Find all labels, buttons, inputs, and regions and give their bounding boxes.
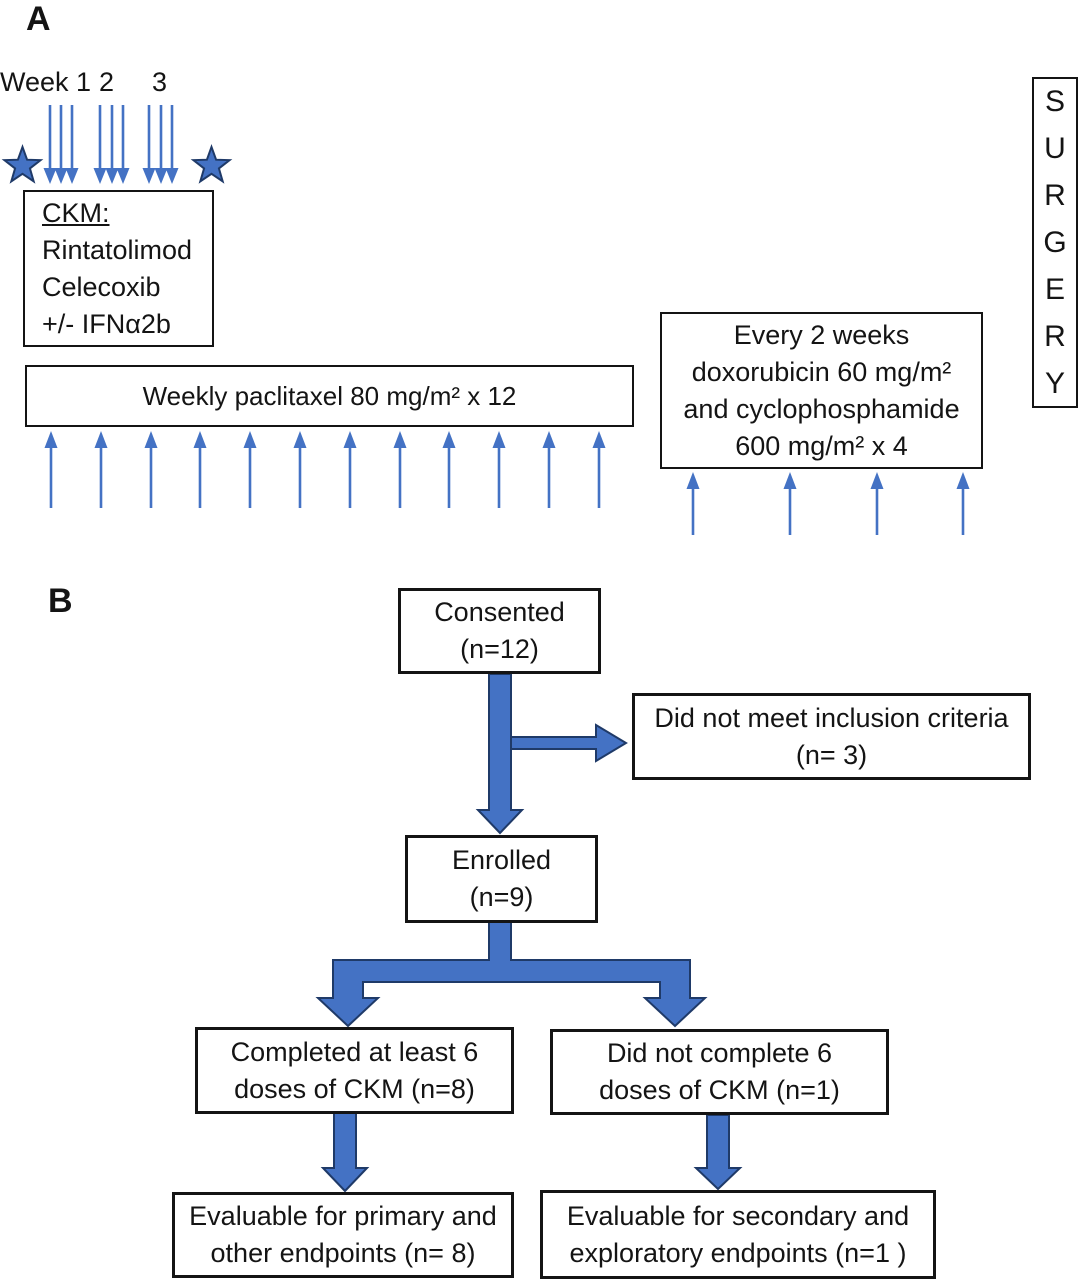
paclitaxel-text: Weekly paclitaxel 80 mg/m² x 12 (142, 380, 517, 411)
ckm-regimen-box: CKM: Rintatolimod Celecoxib +/- IFNα2b (23, 190, 214, 347)
flow-arrow-completed-to-evaluable-icon (320, 1112, 370, 1193)
consented-line-1: Consented (434, 597, 565, 627)
panel-b-label: B (48, 582, 73, 620)
enrolled-box: Enrolled (n=9) (405, 835, 598, 923)
ckm-drug-1: Rintatolimod (42, 234, 193, 265)
panel-a-label: A (26, 0, 51, 38)
week-dose-arrows-icon (43, 105, 179, 184)
week-axis-label: Week 1 (0, 67, 92, 97)
completed-line-1: Completed at least 6 (230, 1036, 479, 1067)
evaluable-primary-line-1: Evaluable for primary and (189, 1201, 497, 1231)
flow-connector-split-icon (315, 921, 708, 1028)
chemo-box: Every 2 weeks doxorubicin 60 mg/m² and c… (660, 312, 983, 469)
week-3-label: 3 (152, 67, 168, 97)
flow-arrow-excluded-icon (510, 723, 628, 763)
completed-ckm-box: Completed at least 6 doses of CKM (n=8) (195, 1027, 514, 1114)
not-complete-ckm-box: Did not complete 6 doses of CKM (n=1) (550, 1029, 889, 1115)
surgery-text: SURGERY (1043, 85, 1067, 400)
evaluable-secondary-box: Evaluable for secondary and exploratory … (540, 1190, 936, 1279)
evaluable-primary-box: Evaluable for primary and other endpoint… (172, 1192, 514, 1278)
flow-arrow-consented-to-enrolled-icon (475, 673, 525, 835)
not-complete-line-1: Did not complete 6 (606, 1038, 833, 1068)
not-meet-line-1: Did not meet inclusion criteria (654, 702, 1009, 733)
chemo-line-1: Every 2 weeks (733, 319, 910, 350)
evaluable-secondary-line-2: exploratory endpoints (n=1 ) (569, 1237, 907, 1268)
ckm-drug-3: +/- IFNα2b (42, 308, 171, 339)
star-icon (192, 146, 231, 183)
surgery-box: SURGERY (1032, 77, 1078, 408)
evaluable-secondary-line-1: Evaluable for secondary and (566, 1200, 910, 1231)
ckm-title: CKM: (42, 197, 110, 228)
ckm-drug-2: Celecoxib (42, 271, 161, 302)
not-complete-line-2: doses of CKM (n=1) (599, 1075, 840, 1105)
chemo-line-4: 600 mg/m² x 4 (735, 430, 908, 461)
not-meet-criteria-box: Did not meet inclusion criteria (n= 3) (632, 693, 1031, 780)
paclitaxel-dose-arrows-icon (44, 431, 606, 508)
flow-arrow-notcomplete-to-evaluable-icon (693, 1114, 743, 1191)
enrolled-line-2: (n=9) (469, 882, 534, 912)
chemo-line-3: and cyclophosphamide (683, 393, 960, 424)
week-2-label: 2 (99, 67, 115, 97)
enrolled-line-1: Enrolled (451, 845, 552, 875)
star-icon (3, 146, 42, 183)
paclitaxel-box: Weekly paclitaxel 80 mg/m² x 12 (25, 365, 634, 427)
evaluable-primary-line-2: other endpoints (n= 8) (210, 1238, 476, 1268)
chemo-dose-arrows-icon (686, 472, 970, 535)
consented-line-2: (n=12) (460, 634, 539, 664)
consented-box: Consented (n=12) (398, 588, 601, 674)
completed-line-2: doses of CKM (n=8) (234, 1073, 475, 1104)
chemo-line-2: doxorubicin 60 mg/m² (691, 356, 952, 387)
not-meet-line-2: (n= 3) (795, 739, 868, 770)
